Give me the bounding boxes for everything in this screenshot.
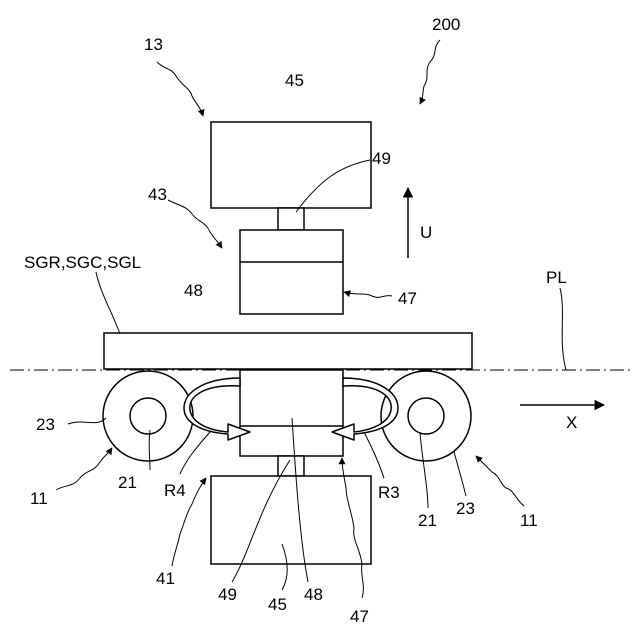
top-shaft-49: [278, 208, 304, 230]
leader-200: [420, 40, 440, 104]
leader-pl: [560, 288, 566, 370]
leader-23-right: [454, 452, 466, 496]
label-13: 13: [144, 35, 163, 54]
leader-11-right: [476, 456, 524, 506]
leader-13: [157, 62, 203, 116]
label-u: U: [420, 223, 432, 242]
leader-11-left: [56, 448, 112, 490]
label-x: X: [566, 413, 577, 432]
leader-r3: [364, 432, 384, 478]
label-47-top: 47: [398, 289, 417, 308]
label-r4: R4: [164, 481, 186, 500]
leader-23-left: [68, 418, 106, 424]
label-21-left: 21: [118, 473, 137, 492]
label-r3: R3: [378, 483, 400, 502]
label-21-right: 21: [418, 511, 437, 530]
label-23-left: 23: [36, 415, 55, 434]
label-45-top: 45: [285, 71, 304, 90]
bottom-unit-45: [211, 476, 371, 564]
bottom-head-47: [240, 370, 343, 456]
label-200: 200: [432, 15, 460, 34]
label-48-top: 48: [184, 281, 203, 300]
leader-47-top: [344, 292, 392, 297]
right-roller-axis-21: [408, 398, 444, 434]
label-11-left: 11: [30, 489, 48, 508]
label-47-bottom: 47: [350, 607, 369, 626]
left-roller-axis-21: [130, 398, 166, 434]
label-48-bottom: 48: [304, 585, 323, 604]
label-sg: SGR,SGC,SGL: [24, 253, 141, 272]
top-unit-45: [211, 122, 371, 208]
label-49-bottom: 49: [218, 585, 237, 604]
label-41: 41: [156, 569, 175, 588]
label-23-right: 23: [456, 499, 475, 518]
label-45-bottom: 45: [268, 595, 287, 614]
label-49-top: 49: [372, 149, 391, 168]
leader-sg: [96, 272, 120, 334]
label-11-right: 11: [520, 511, 538, 530]
top-head-47: [240, 230, 343, 314]
label-43: 43: [148, 185, 167, 204]
label-pl: PL: [546, 268, 567, 287]
panel-sg: [104, 333, 472, 369]
